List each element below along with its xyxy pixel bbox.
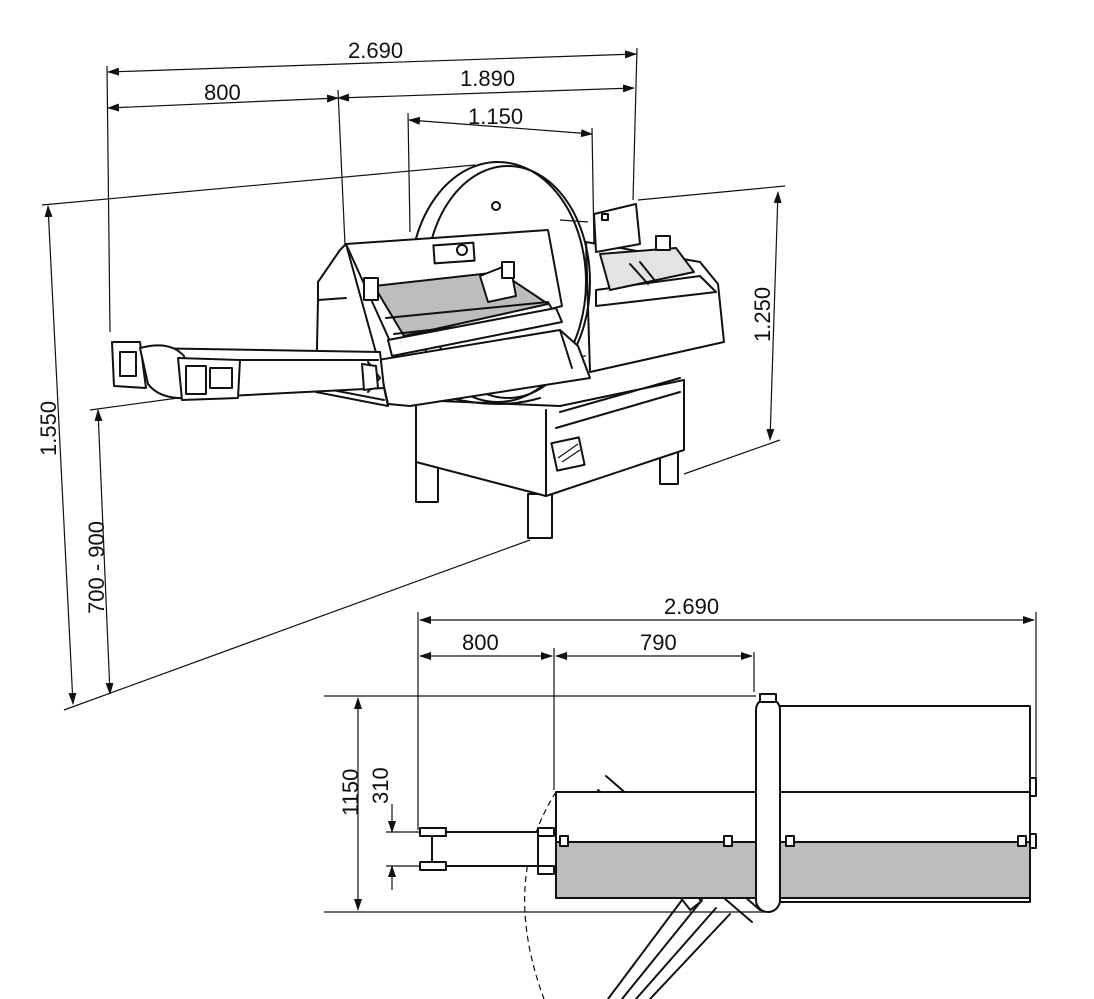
top-dim-carriage-length: 800 bbox=[462, 630, 499, 655]
dim-body-height: 1.250 bbox=[750, 287, 775, 342]
slicing-table-top bbox=[555, 791, 1031, 843]
top-dim-rail-spacing: 310 bbox=[368, 767, 393, 804]
logo-plate bbox=[550, 436, 586, 472]
perspective-view: 2.690 800 1.890 1.150 1.250 1.550 700 - … bbox=[36, 38, 786, 711]
control-panel bbox=[593, 203, 641, 253]
carriage-arm-top bbox=[431, 831, 539, 867]
top-dim-table-length: 790 bbox=[640, 630, 677, 655]
dim-body-length: 1.890 bbox=[460, 66, 515, 91]
top-dim-total-length: 2.690 bbox=[664, 594, 719, 619]
top-extension-lines bbox=[324, 612, 1037, 913]
table-surface bbox=[555, 841, 1031, 899]
dim-working-height: 700 - 900 bbox=[84, 521, 109, 614]
slicer-machine-top bbox=[419, 693, 1037, 999]
dim-carriage-length: 800 bbox=[204, 80, 241, 105]
leg-front-left bbox=[527, 493, 553, 539]
dim-total-length: 2.690 bbox=[348, 38, 403, 63]
slicer-machine-perspective bbox=[111, 161, 725, 539]
dim-total-height: 1.550 bbox=[36, 401, 61, 456]
swing-arc bbox=[524, 791, 557, 999]
dim-blade-span: 1.150 bbox=[468, 104, 523, 129]
blade-guard-top bbox=[755, 697, 781, 913]
top-dimension-lines bbox=[354, 616, 1035, 911]
top-view: 2.690 800 790 1150 310 bbox=[324, 594, 1037, 999]
top-dim-total-depth: 1150 bbox=[338, 769, 363, 816]
perspective-dimension-lines bbox=[44, 50, 782, 705]
base-cabinet bbox=[415, 379, 685, 497]
